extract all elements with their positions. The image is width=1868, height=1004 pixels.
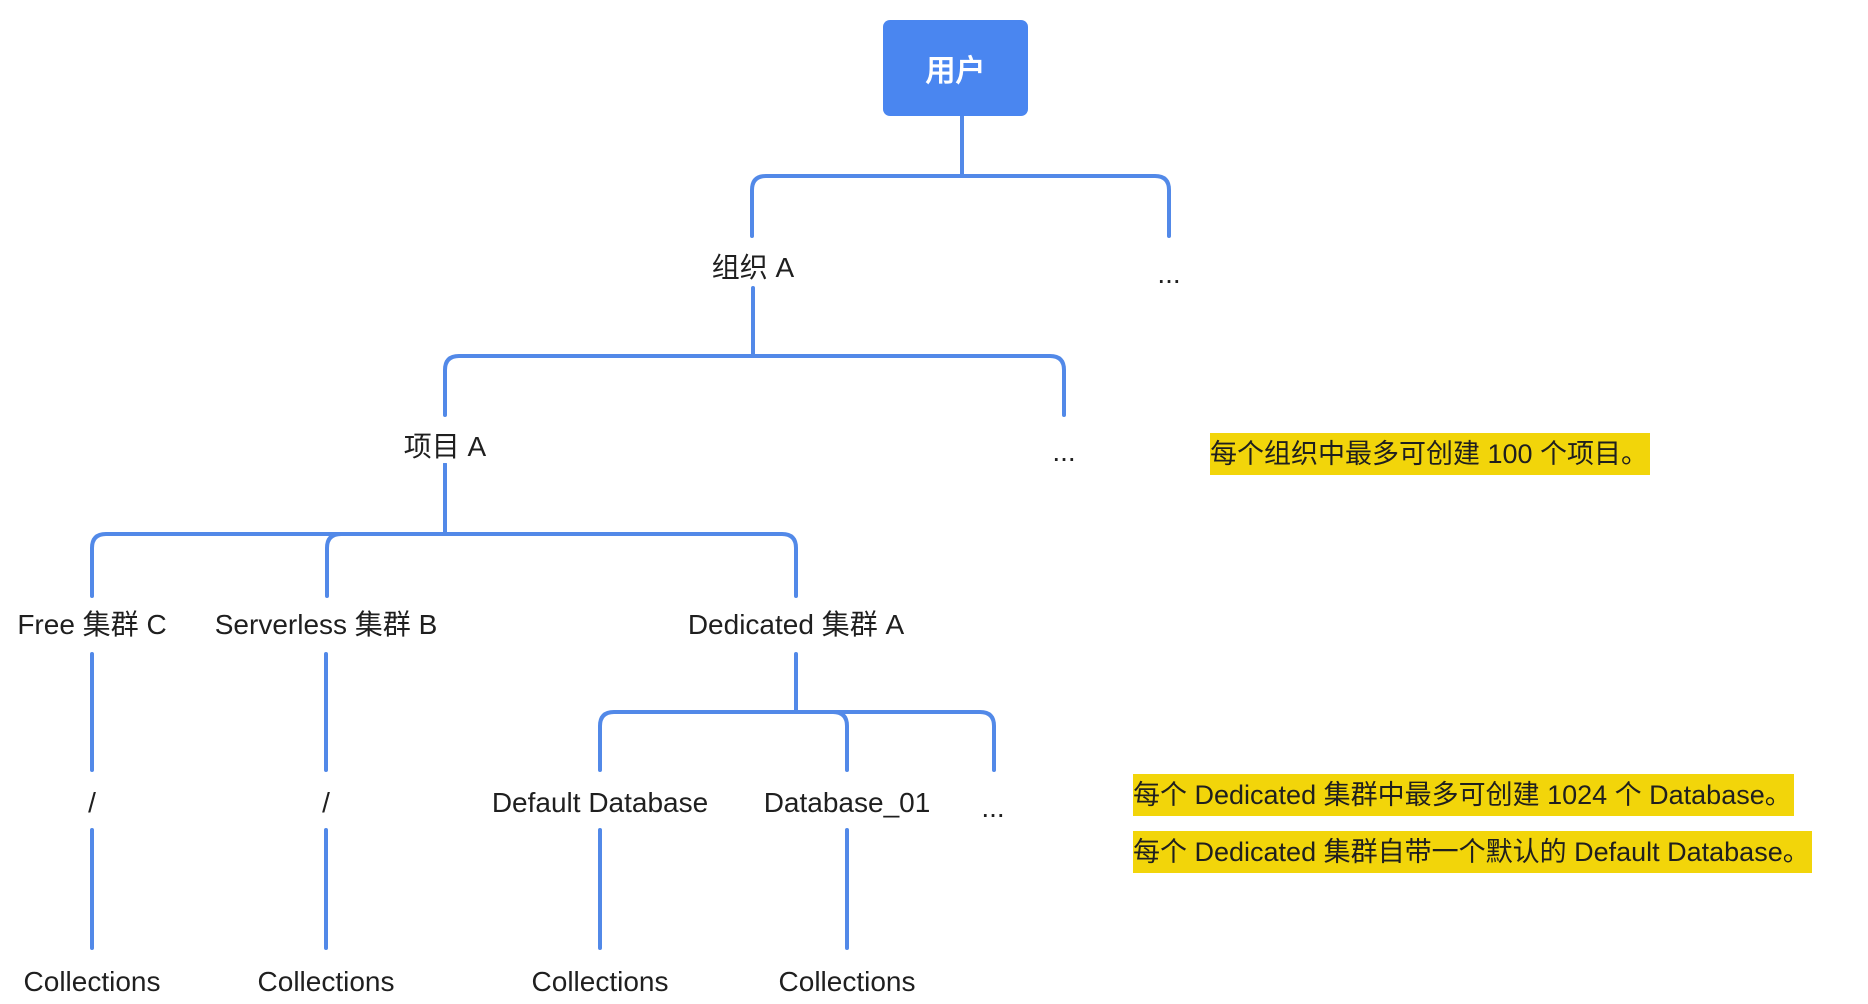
connector-org-to-projects	[443, 286, 1066, 417]
connector-project-to-clusters	[90, 462, 798, 598]
serverless-collections-node: Collections	[253, 966, 399, 998]
serverless-cluster-node: Serverless 集群 B	[210, 609, 442, 641]
connector-dedicated-to-databases	[598, 652, 996, 772]
user-root-node: 用户	[883, 20, 1028, 116]
project-more-node: ...	[1048, 436, 1080, 468]
serverless-database-placeholder: /	[318, 787, 334, 819]
org-more-node: ...	[1153, 258, 1185, 290]
default-database-node: Default Database	[487, 787, 713, 819]
connector-databases-to-collections	[598, 828, 849, 950]
free-collections-node: Collections	[19, 966, 165, 998]
database-limit-note: 每个 Dedicated 集群中最多可创建 1024 个 Database。	[1133, 774, 1794, 816]
project-limit-note: 每个组织中最多可创建 100 个项目。	[1210, 433, 1651, 475]
free-database-placeholder: /	[84, 787, 100, 819]
project-a-node: 项目 A	[399, 431, 491, 463]
db-01-collections-node: Collections	[774, 966, 920, 998]
dedicated-cluster-node: Dedicated 集群 A	[683, 609, 909, 641]
free-cluster-node: Free 集群 C	[13, 609, 171, 641]
org-a-node: 组织 A	[707, 252, 799, 284]
connector-root-to-orgs	[750, 114, 1171, 238]
default-database-note: 每个 Dedicated 集群自带一个默认的 Default Database。	[1133, 831, 1812, 873]
default-db-collections-node: Collections	[527, 966, 673, 998]
database-more-node: ...	[977, 792, 1009, 824]
database-01-node: Database_01	[759, 787, 935, 819]
